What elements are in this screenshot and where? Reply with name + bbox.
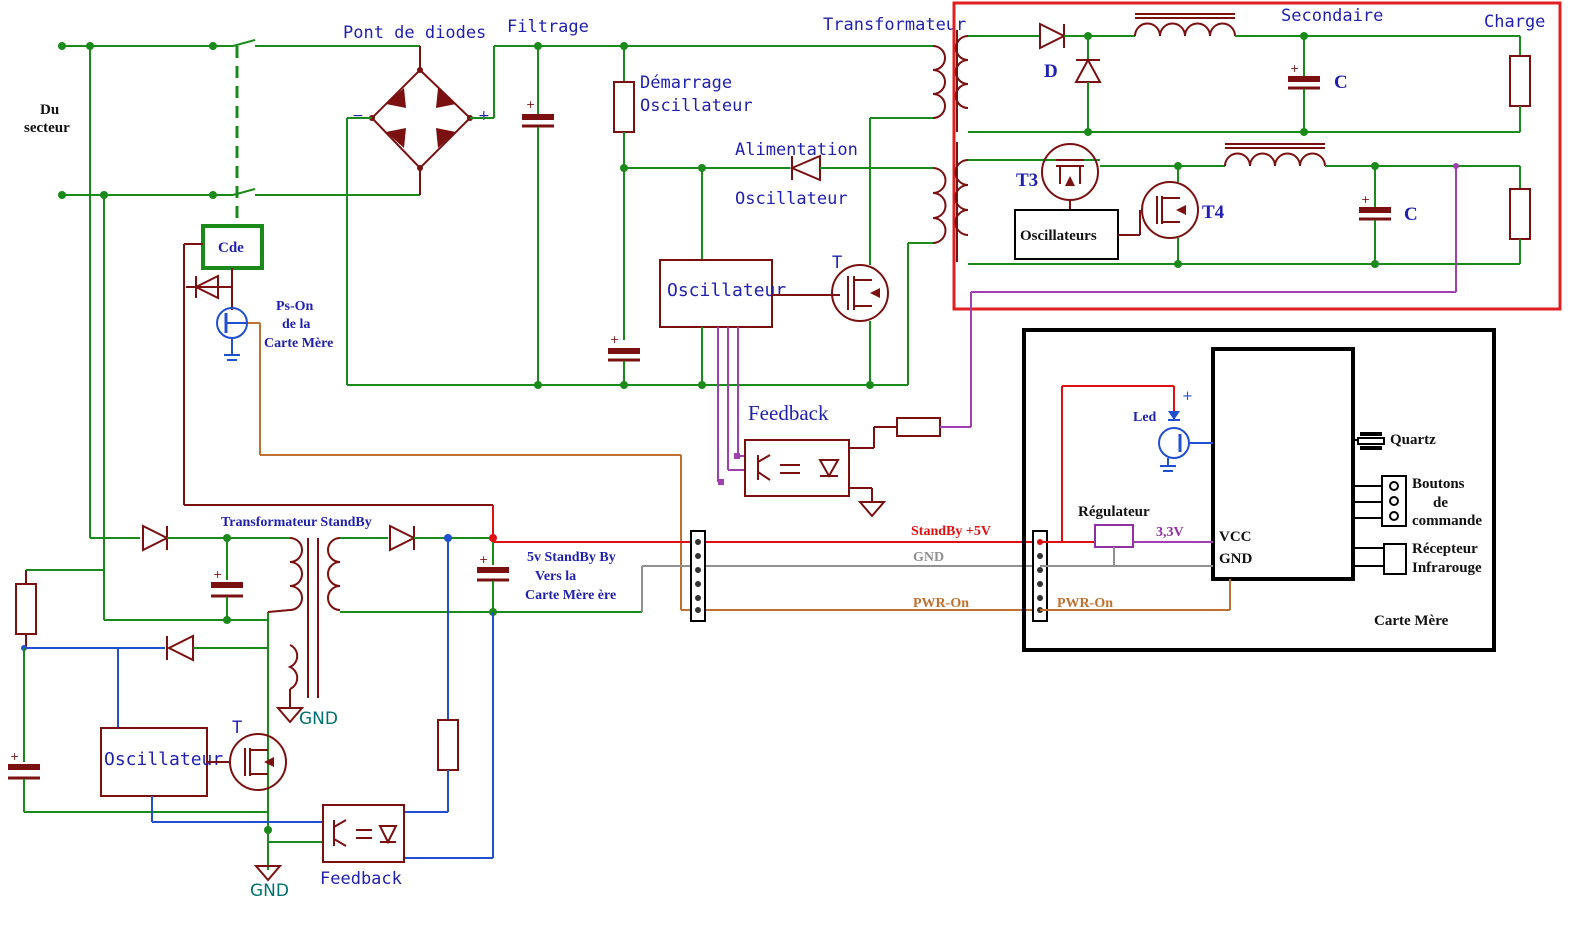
transformateur-label: Transformateur: [823, 15, 966, 35]
oscillateur-sb-label: Oscillateur: [104, 749, 223, 770]
recepteur-label-1: Récepteur: [1412, 541, 1478, 557]
demarrage-label-1: Démarrage: [640, 73, 732, 93]
d-sec-label: D: [1044, 61, 1058, 82]
v33-label: 3,3V: [1156, 525, 1184, 540]
svg-text:+: +: [479, 553, 488, 566]
ps-on-label-2: de la: [282, 317, 310, 332]
gnd-chip-label: GND: [1219, 551, 1253, 567]
svg-text:+: +: [1182, 389, 1193, 404]
alimentation-label-1: Alimentation: [735, 140, 858, 160]
pwr-on-label-1: PWR-On: [913, 596, 969, 611]
svg-text:+: +: [478, 108, 490, 124]
oscillateurs-label: Oscillateurs: [1020, 228, 1097, 244]
ps-on-label-1: Ps-On: [276, 299, 314, 314]
t3-label: T3: [1016, 170, 1038, 191]
regulateur-label: Régulateur: [1078, 504, 1150, 520]
secteur-label: secteur: [24, 120, 70, 136]
standby-section: Transformateur StandBy + GND +: [8, 505, 1040, 901]
connectors: StandBy +5V GND PWR-On: [690, 524, 1048, 622]
boutons-label-2: de: [1433, 495, 1448, 511]
motherboard: VCC GND Carte Mère + Régulateur 3,3V PWR…: [1022, 328, 1496, 652]
standby-label-3: Carte Mère ère: [525, 588, 616, 603]
t-main-label: T: [832, 253, 842, 273]
main-transformer-primary: Transformateur: [823, 15, 966, 244]
oscillateur-main-label: Oscillateur: [667, 280, 786, 301]
cde-label: Cde: [218, 240, 244, 256]
standby-label-1: 5v StandBy By: [527, 550, 616, 565]
main-feedback: Feedback: [717, 327, 971, 518]
gnd-label-2: GND: [250, 881, 289, 901]
c-sec-label-1: C: [1334, 72, 1348, 93]
svg-text:−: −: [352, 108, 364, 124]
svg-text:+: +: [610, 333, 619, 346]
boutons-label-1: Boutons: [1412, 476, 1465, 492]
pwr-on-label-2: PWR-On: [1057, 596, 1113, 611]
recepteur-label-2: Infrarouge: [1412, 560, 1482, 576]
osc-supply: Alimentation Oscillateur: [624, 140, 933, 260]
demarrage-label-2: Oscillateur: [640, 96, 753, 116]
standby-label-2: Vers la: [535, 569, 576, 584]
gnd-label-1: GND: [299, 709, 338, 729]
alimentation-label-2: Oscillateur: [735, 189, 848, 209]
filtrage-label: Filtrage: [507, 17, 589, 37]
filter-capacitor: Filtrage +: [507, 17, 589, 389]
svg-text:+: +: [1361, 193, 1370, 206]
charge-label: Charge: [1484, 12, 1545, 32]
boutons-label-3: commande: [1412, 513, 1482, 529]
ps-on-label-3: Carte Mère: [264, 336, 333, 351]
carte-mere-label: Carte Mère: [1374, 613, 1449, 629]
pont-diodes-label: Pont de diodes: [343, 23, 486, 43]
led-label: Led: [1133, 410, 1157, 425]
startup-resistor: Démarrage Oscillateur +: [608, 42, 753, 389]
feedback-sb-label: Feedback: [320, 869, 402, 889]
cde-relay-box: Cde Ps-On de la Carte Mère: [183, 224, 682, 610]
t-sb-label: T: [232, 718, 242, 738]
secondaire-label: Secondaire: [1281, 6, 1383, 26]
diode-bridge: − + Pont de diodes: [343, 23, 933, 386]
quartz-label: Quartz: [1390, 432, 1436, 448]
c-sec-label-2: C: [1404, 204, 1418, 225]
main-mosfet: T: [831, 117, 933, 389]
secondary-section: D Secondaire Charge + C T3 Oscillateurs: [952, 1, 1562, 427]
feedback-main-label: Feedback: [748, 401, 829, 425]
svg-text:+: +: [10, 750, 19, 763]
mains-input: Du secteur: [24, 39, 420, 620]
transfo-standby-label: Transformateur StandBy: [221, 515, 372, 530]
svg-text:+: +: [526, 98, 535, 111]
main-oscillator: Oscillateur: [659, 259, 840, 389]
svg-text:+: +: [213, 568, 222, 581]
gnd-wire-label: GND: [913, 550, 944, 565]
du-label: Du: [40, 102, 59, 118]
standby-5v-label: StandBy +5V: [911, 524, 991, 539]
svg-text:+: +: [1290, 62, 1299, 75]
t4-label: T4: [1202, 202, 1225, 223]
vcc-label: VCC: [1219, 529, 1252, 545]
